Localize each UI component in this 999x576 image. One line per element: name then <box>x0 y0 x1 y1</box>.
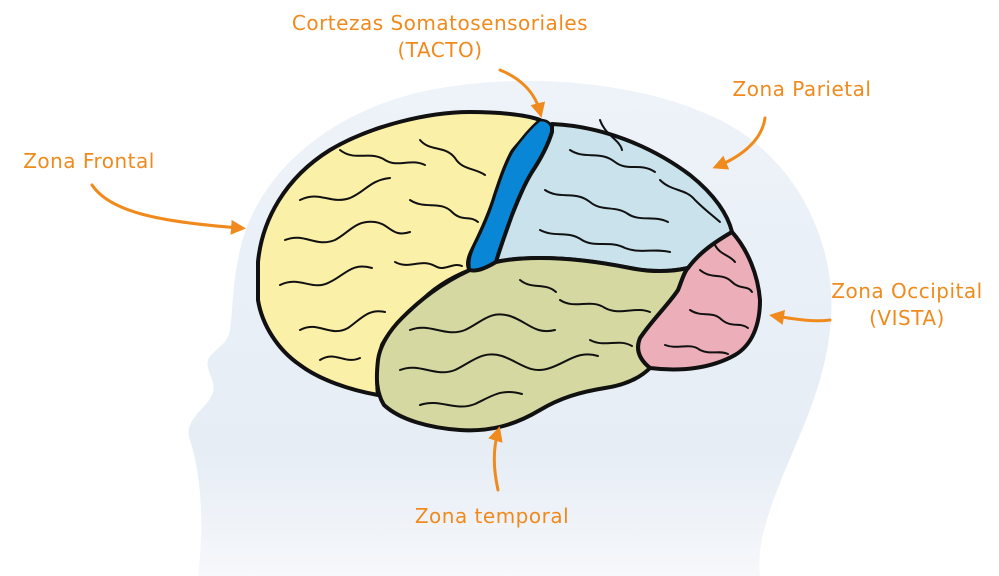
temporal-label: Zona temporal <box>392 503 592 530</box>
occipital-label-line1: Zona Occipital <box>812 278 999 305</box>
occipital-label: Zona Occipital (VISTA) <box>812 278 999 332</box>
frontal-label: Zona Frontal <box>4 148 174 175</box>
somatosensory-label: Cortezas Somatosensoriales (TACTO) <box>270 10 610 64</box>
occipital-label-line2: (VISTA) <box>812 305 999 332</box>
somatosensory-label-line2: (TACTO) <box>270 37 610 64</box>
parietal-label: Zona Parietal <box>712 76 892 103</box>
somatosensory-label-line1: Cortezas Somatosensoriales <box>270 10 610 37</box>
frontal-arrow <box>92 185 240 228</box>
